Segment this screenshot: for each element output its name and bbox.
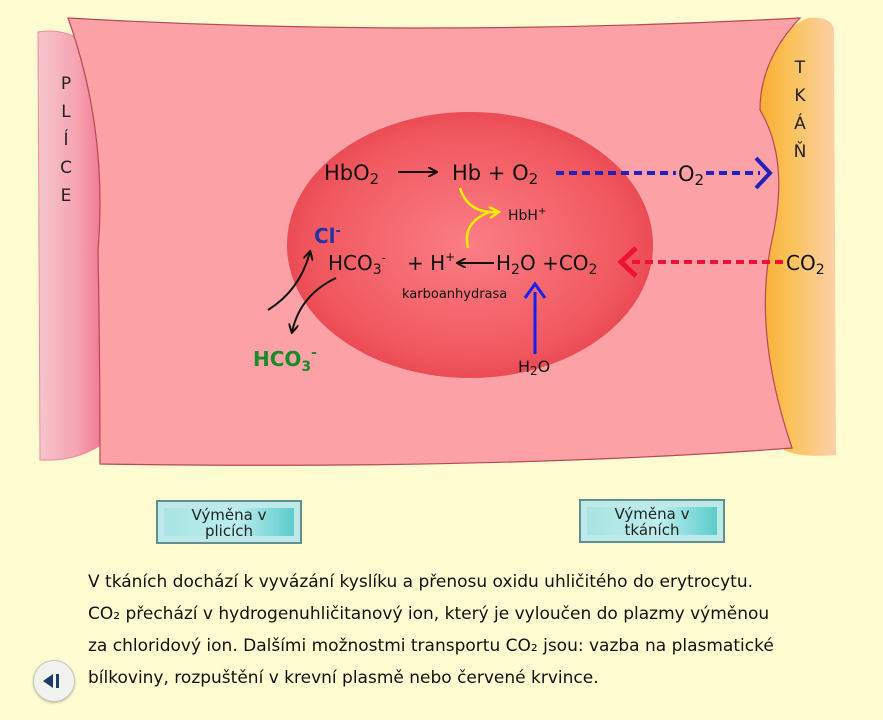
bicarbonate-outer-label: HCO3- bbox=[253, 345, 317, 375]
tissue-exchange-label-line2: tkáních bbox=[624, 521, 680, 539]
tissue-letter: T bbox=[794, 58, 806, 78]
lungs-letter: P bbox=[60, 74, 72, 94]
tissue-letter: K bbox=[794, 86, 806, 106]
description-line: bílkoviny, rozpuštění v krevní plasmě ne… bbox=[88, 668, 599, 688]
tissue-letter: Ň bbox=[793, 142, 807, 162]
co2-arrowhead bbox=[617, 246, 638, 278]
tissue-exchange-label-line1: Výměna v bbox=[614, 505, 690, 523]
water-arrowhead bbox=[523, 281, 547, 299]
chloride-label: Cl- bbox=[314, 224, 341, 248]
lungs-letter: Í bbox=[63, 130, 69, 150]
lungs-letter: L bbox=[61, 102, 71, 122]
hbh-label: HbH+ bbox=[508, 206, 546, 224]
tissue-label: T K Á Ň bbox=[790, 54, 810, 166]
bicarbonate-out-arrow bbox=[292, 277, 337, 332]
description-line: za chloridový ion. Dalšími možnostmi tra… bbox=[88, 636, 774, 656]
water-co2-label: H2O +CO2 bbox=[496, 251, 597, 278]
oxygen-arrowhead bbox=[754, 156, 773, 190]
co2-in-label: CO2 bbox=[786, 251, 825, 278]
lungs-letter: C bbox=[60, 158, 72, 178]
lung-exchange-label-line2: plicích bbox=[204, 522, 254, 540]
lungs-label: P L Í C E bbox=[56, 70, 76, 210]
hbo2-label: HbO2 bbox=[324, 161, 379, 188]
erythrocyte bbox=[287, 112, 653, 378]
tissue-exchange-button[interactable]: Výměna v tkáních bbox=[579, 499, 725, 543]
exchange-diagram: HbO2 Hb + O2 O2 HbH+ Cl- HCO3- + H+ H2O … bbox=[37, 17, 836, 466]
tissue-letter: Á bbox=[794, 114, 806, 134]
description-text: V tkáních dochází k vyvázání kyslíku a p… bbox=[88, 566, 848, 694]
hb-o2-label: Hb + O2 bbox=[452, 161, 538, 188]
description-line: V tkáních dochází k vyvázání kyslíku a p… bbox=[88, 572, 753, 592]
enzyme-label: karboanhydrasa bbox=[402, 287, 507, 302]
lung-exchange-button[interactable]: Výměna v plicích bbox=[156, 500, 302, 544]
lung-exchange-label-line1: Výměna v bbox=[191, 506, 267, 524]
water-in-label: H2O bbox=[518, 357, 550, 378]
oxygen-out-label: O2 bbox=[678, 162, 704, 189]
back-button[interactable] bbox=[33, 660, 75, 702]
chloride-in-arrow bbox=[267, 252, 310, 311]
description-line: CO₂ přechází v hydrogenuhličitanový ion,… bbox=[88, 604, 770, 624]
proton-binding-arrow bbox=[465, 210, 491, 249]
back-icon bbox=[43, 674, 53, 688]
bicarbonate-inner-label: HCO3- bbox=[328, 251, 386, 278]
proton-label: + H+ bbox=[407, 250, 455, 275]
lungs-letter: E bbox=[60, 186, 72, 206]
hbh-arrow bbox=[458, 187, 498, 212]
